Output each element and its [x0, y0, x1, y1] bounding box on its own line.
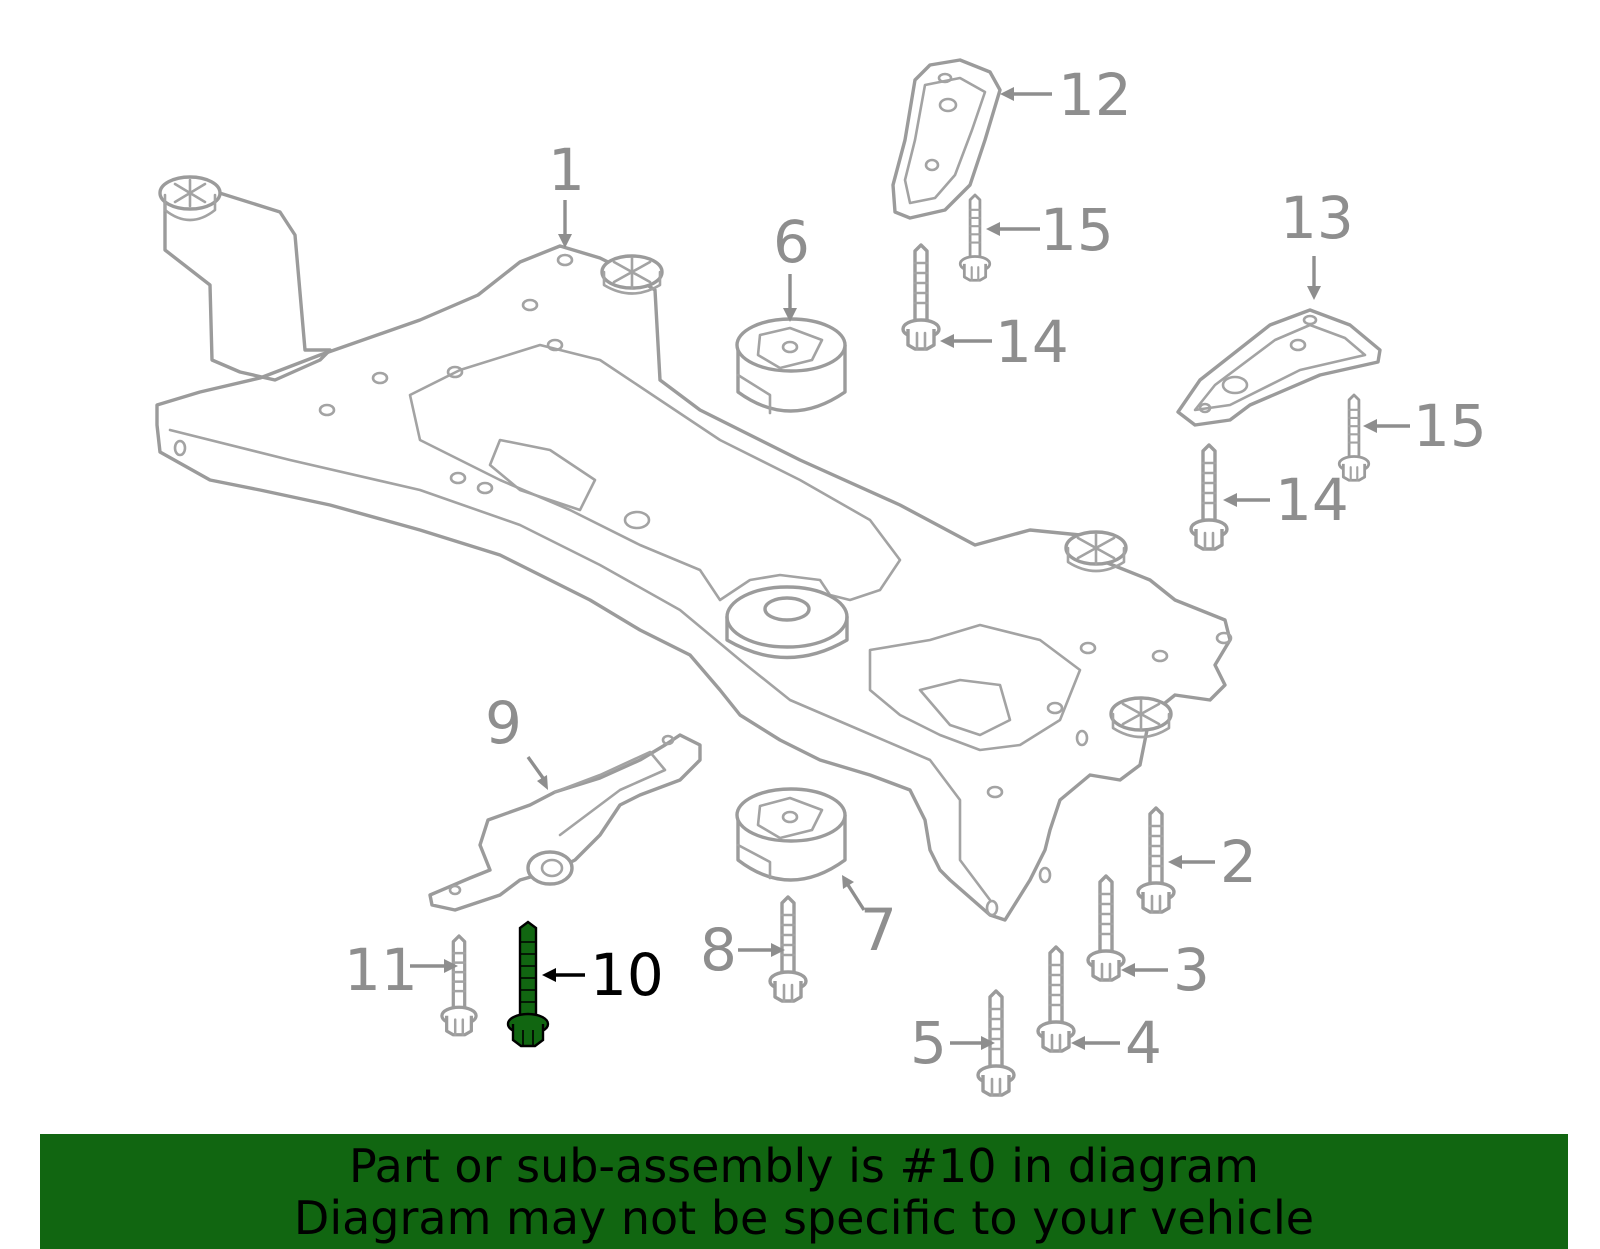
bolt-15a: [958, 193, 992, 282]
mount-6-drawing: [735, 317, 847, 415]
info-banner: Part or sub-assembly is #10 in diagram D…: [40, 1134, 1568, 1249]
bolt-11: [440, 934, 478, 1037]
bracket-12-drawing: [891, 58, 1002, 220]
subframe-drawing: [155, 175, 1233, 922]
banner-line-2: Diagram may not be specific to your vehi…: [293, 1190, 1315, 1245]
callout-14b: 14: [1275, 466, 1349, 534]
link-9-drawing: [428, 733, 702, 912]
bolt-14b: [1189, 443, 1229, 551]
callout-5: 5: [910, 1009, 947, 1077]
callout-2: 2: [1220, 828, 1257, 896]
bolt-14a: [901, 243, 941, 351]
callout-3: 3: [1173, 936, 1210, 1004]
callout-4: 4: [1125, 1009, 1162, 1077]
callout-13: 13: [1280, 184, 1354, 252]
mount-7-drawing: [735, 787, 847, 882]
callout-1: 1: [548, 136, 585, 204]
bolt-3: [1086, 874, 1126, 982]
callout-15b: 15: [1413, 392, 1487, 460]
bolt-2: [1136, 806, 1176, 914]
bracket-13-drawing: [1176, 308, 1382, 427]
callout-9: 9: [485, 689, 522, 757]
banner-line-1: Part or sub-assembly is #10 in diagram: [349, 1138, 1259, 1193]
callout-15a: 15: [1040, 196, 1114, 264]
callout-14a: 14: [995, 308, 1069, 376]
callout-arrows: [410, 87, 1410, 1050]
callout-6: 6: [773, 208, 810, 276]
callout-11: 11: [344, 936, 418, 1004]
callout-12: 12: [1058, 61, 1132, 129]
callout-7: 7: [860, 896, 897, 964]
callout-8: 8: [700, 916, 737, 984]
callout-10: 10: [590, 941, 664, 1009]
bolt-10-highlighted[interactable]: [506, 920, 550, 1048]
callout-labels: 1 2 3 4 5 6 7 8 9 10 11 12 13 14 14 15 1…: [344, 61, 1487, 1077]
bolt-4: [1036, 945, 1076, 1053]
